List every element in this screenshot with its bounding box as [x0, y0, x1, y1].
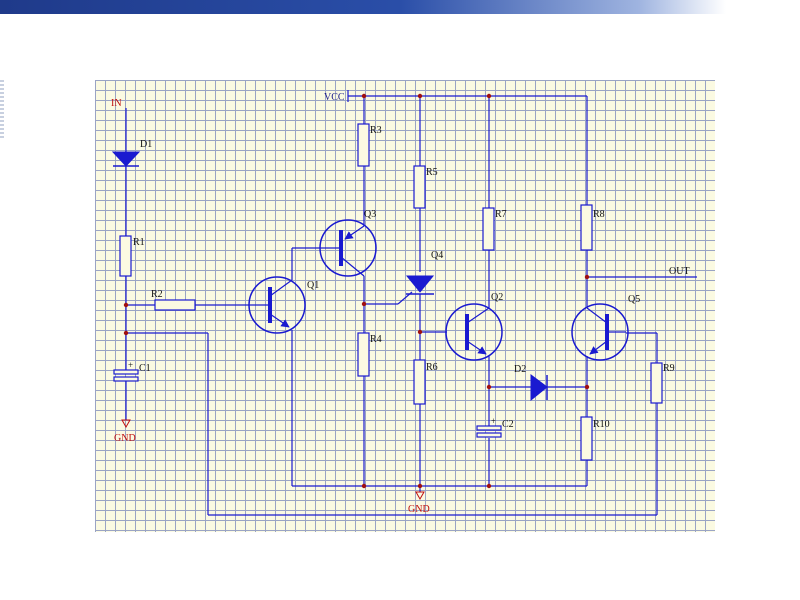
resistor-R3 [357, 123, 370, 167]
label-R5: R5 [426, 167, 438, 178]
diode-D2 [530, 374, 548, 402]
label-R7: R7 [495, 209, 507, 220]
label-R2: R2 [151, 289, 163, 300]
wires [125, 90, 697, 516]
ground-symbol-bottom [415, 491, 425, 501]
left-edge-marker [0, 80, 4, 140]
transistor-Q4 [405, 275, 435, 295]
label-D1: D1 [140, 139, 152, 150]
resistor-R1 [119, 235, 132, 277]
label-R10: R10 [593, 419, 610, 430]
output-label: OUT [669, 266, 690, 277]
vcc-label: VCC [324, 92, 345, 103]
label-C2: C2 [502, 419, 514, 430]
capacitor-C1 [113, 369, 139, 382]
label-R3: R3 [370, 125, 382, 136]
capacitor-C2 [476, 425, 502, 438]
polarity-C1: + [128, 360, 133, 370]
label-R9: R9 [663, 363, 675, 374]
label-D2: D2 [514, 364, 526, 375]
label-C1: C1 [139, 363, 151, 374]
resistor-R10 [580, 416, 593, 461]
label-Q2: Q2 [491, 292, 503, 303]
junctions [123, 93, 590, 489]
resistor-R4 [357, 332, 370, 377]
resistors [119, 123, 663, 461]
label-Q1: Q1 [307, 280, 319, 291]
label-R6: R6 [426, 362, 438, 373]
transistor-Q2 [445, 303, 503, 361]
transistor-Q1 [248, 276, 306, 334]
ground-symbol-left [121, 419, 131, 429]
label-R1: R1 [133, 237, 145, 248]
label-R4: R4 [370, 334, 382, 345]
resistor-R8 [580, 204, 593, 251]
resistor-R5 [413, 165, 426, 209]
transistor-Q5 [571, 303, 629, 361]
label-R8: R8 [593, 209, 605, 220]
transistor-Q3 [319, 219, 377, 277]
diode-D1 [111, 151, 141, 167]
polarity-C2: + [491, 416, 496, 426]
resistor-R2 [154, 299, 196, 311]
resistor-R9 [650, 362, 663, 404]
label-Q3: Q3 [364, 209, 376, 220]
label-Q5: Q5 [628, 294, 640, 305]
resistor-R6 [413, 359, 426, 405]
gnd-label-bottom: GND [408, 504, 430, 515]
title-bar [0, 0, 726, 14]
input-label: IN [111, 98, 122, 109]
label-Q4: Q4 [431, 250, 443, 261]
gnd-label-left: GND [114, 433, 136, 444]
resistor-R7 [482, 207, 495, 251]
